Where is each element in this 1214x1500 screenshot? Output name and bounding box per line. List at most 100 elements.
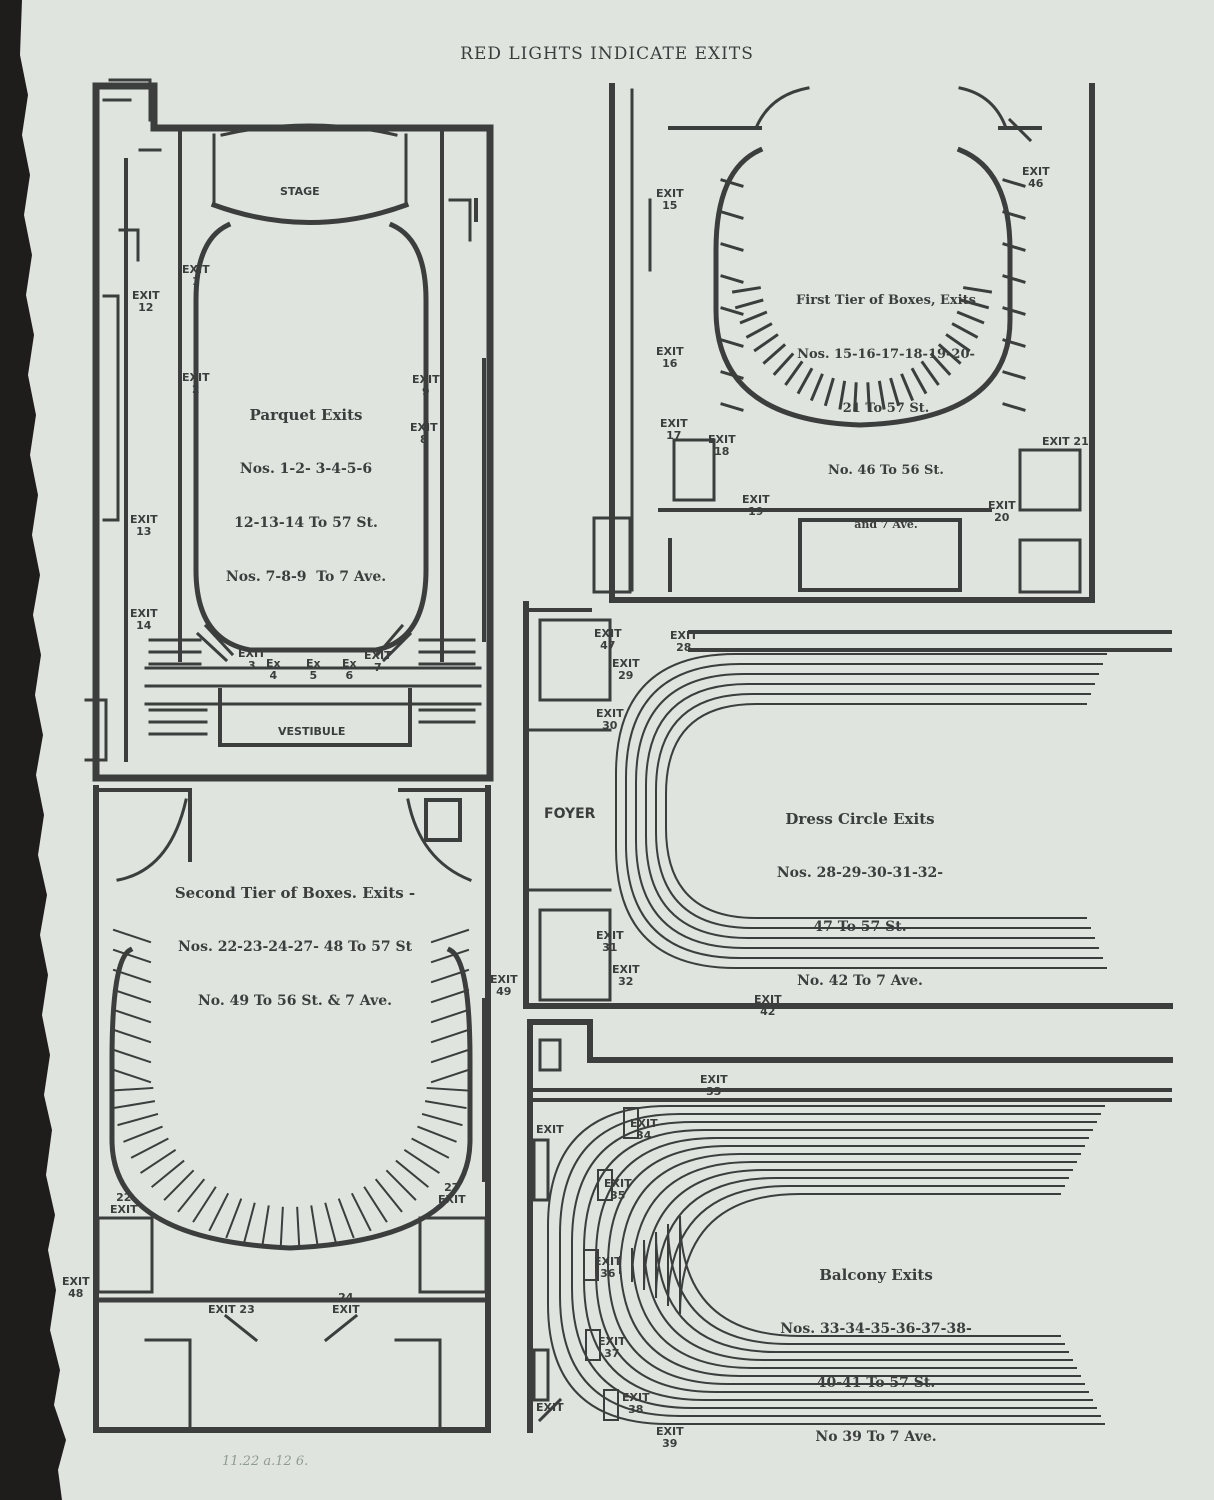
box-seat	[1002, 242, 1026, 252]
balcony-track	[607, 1145, 1085, 1385]
box-seat	[426, 1086, 469, 1092]
caption-line: 47 To 57 St.	[813, 919, 907, 935]
box-seat	[1002, 370, 1026, 380]
box-seat	[163, 1169, 195, 1201]
box-seat	[731, 286, 762, 294]
box-seat	[920, 360, 940, 386]
box-seat	[960, 298, 990, 310]
box-seat	[1002, 306, 1026, 316]
box-seat	[910, 367, 928, 395]
exit-label: EXIT 18	[708, 433, 736, 458]
box-seat	[177, 1178, 206, 1213]
stage-label: STAGE	[280, 185, 320, 198]
exit-label: 27 EXIT	[438, 1181, 466, 1206]
box-seat	[117, 1112, 159, 1127]
caption-line: Nos. 15-16-17-18-19-20-	[797, 347, 975, 362]
balcony-box	[623, 1107, 639, 1139]
box-seat	[720, 274, 744, 284]
box-seat	[823, 377, 835, 407]
box-seat	[1002, 338, 1026, 348]
box-seat	[720, 370, 744, 380]
dress-circle-track	[665, 703, 1087, 919]
box-seat	[395, 1159, 430, 1188]
caption-line: Nos. 22-23-24-27- 48 To 57 St	[177, 939, 413, 955]
second-tier-exits-caption: Second Tier of Boxes. Exits - Nos. 22-23…	[150, 848, 440, 1046]
exit-label: Ex 4	[266, 657, 281, 682]
exit-label: EXIT 3	[238, 647, 266, 672]
box-seat	[772, 352, 795, 376]
balcony-plan	[527, 1019, 1173, 1433]
dress-circle-exits-caption: Dress Circle Exits Nos. 28-29-30-31-32- …	[750, 774, 970, 1026]
box-seat	[430, 1068, 470, 1084]
box-seat	[112, 1068, 152, 1084]
balcony-exits-caption: Balcony Exits Nos. 33-34-35-36-37-38- 40…	[766, 1230, 986, 1482]
box-seat	[430, 1028, 470, 1044]
exit-label: EXIT 47	[594, 627, 622, 652]
exit-label: EXIT 20	[988, 499, 1016, 524]
box-seat	[720, 178, 744, 188]
exit-label: EXIT 49	[490, 973, 518, 998]
box-seat	[956, 310, 985, 325]
caption-line: Nos. 28-29-30-31-32-	[776, 865, 944, 881]
caption-title: Balcony Exits	[819, 1266, 933, 1284]
exit-label: Ex 6	[342, 657, 357, 682]
exit-label: EXIT 7	[364, 649, 392, 674]
exit-label: EXIT 13	[130, 513, 158, 538]
exit-label: 22 EXIT	[110, 1191, 138, 1216]
box-seat	[753, 333, 779, 353]
box-seat	[929, 352, 952, 376]
caption-title: Dress Circle Exits	[785, 810, 935, 828]
box-seat	[838, 380, 847, 410]
box-seat	[296, 1206, 301, 1249]
exit-label: EXIT 19	[742, 493, 770, 518]
caption-line: No. 49 To 56 St. & 7 Ave.	[197, 993, 393, 1009]
box-seat	[430, 928, 470, 944]
box-seat	[720, 402, 744, 412]
box-seat	[279, 1206, 284, 1249]
box-seat	[739, 310, 768, 325]
box-seat	[745, 322, 773, 339]
box-seat	[430, 968, 470, 984]
exit-label: EXIT 12	[132, 289, 160, 314]
box-seat	[112, 948, 152, 964]
box-seat	[113, 1100, 156, 1110]
box-seat	[424, 1100, 467, 1110]
caption-line: Nos. 33-34-35-36-37-38-	[780, 1321, 972, 1337]
parquet-plan	[84, 78, 494, 782]
exit-label: Ex 5	[306, 657, 321, 682]
box-seat	[889, 377, 901, 407]
box-seat	[112, 1028, 152, 1044]
dress-circle-track	[635, 673, 1099, 949]
box-seat	[324, 1202, 338, 1244]
box-seat	[962, 286, 993, 294]
exit-label: EXIT 23	[208, 1303, 255, 1316]
exit-label: EXIT 32	[612, 963, 640, 988]
box-seat	[417, 1125, 457, 1143]
box-seat	[350, 1192, 372, 1232]
parquet-exits-caption: Parquet Exits Nos. 1-2- 3-4-5-6 12-13-14…	[186, 370, 426, 622]
box-seat	[720, 242, 744, 252]
first-tier-exits-caption: First Tier of Boxes, Exits Nos. 15-16-17…	[766, 256, 1006, 570]
balcony-box	[597, 1169, 613, 1201]
box-seat	[877, 380, 886, 410]
box-seat	[112, 1048, 152, 1064]
box-seat	[1002, 178, 1026, 188]
balcony-track	[619, 1153, 1081, 1377]
balcony-track	[667, 1185, 1065, 1345]
exit-label: EXIT 46	[1022, 165, 1050, 190]
exit-label: EXIT 39	[656, 1425, 684, 1450]
box-seat	[720, 210, 744, 220]
balcony-track	[643, 1169, 1073, 1361]
exit-label: EXIT	[536, 1123, 564, 1136]
box-seat	[411, 1137, 450, 1159]
box-seat	[762, 343, 787, 365]
exit-label: EXIT 35	[604, 1177, 632, 1202]
exit-label: EXIT 8	[410, 421, 438, 446]
dress-circle-track	[655, 693, 1091, 929]
exit-label: EXIT 2	[182, 371, 210, 396]
exit-label: EXIT 17	[660, 417, 688, 442]
box-seat	[900, 373, 915, 402]
box-seat	[937, 343, 962, 365]
box-seat	[720, 338, 744, 348]
